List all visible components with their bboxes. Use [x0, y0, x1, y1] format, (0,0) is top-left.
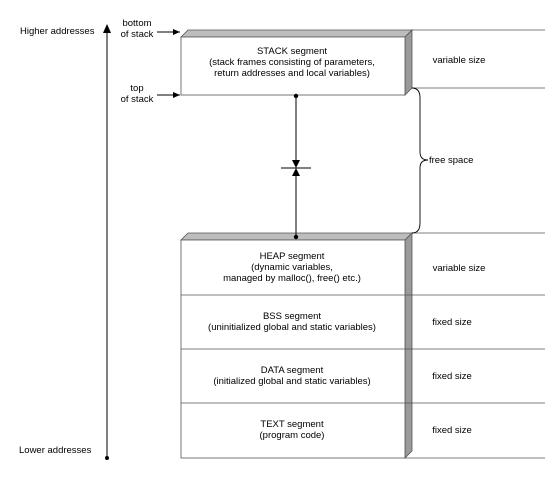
free-space-brace — [411, 87, 429, 234]
heap-size-label: variable size — [432, 263, 486, 274]
address-axis-arrowhead — [103, 24, 111, 33]
heap-segment-text: HEAP segment (dynamic variables, managed… — [223, 251, 361, 284]
heap-growth-arrowhead — [292, 168, 300, 176]
text-segment-text: TEXT segment (program code) — [259, 419, 325, 441]
data-size-label: fixed size — [432, 371, 472, 382]
address-axis-base-dot — [105, 456, 109, 460]
stack-segment-text: STACK segment (stack frames consisting o… — [209, 46, 375, 79]
text-size-label: fixed size — [432, 425, 472, 436]
stack-growth-arrowhead — [292, 160, 300, 168]
heap-growth-dot — [293, 234, 299, 240]
bottom-of-stack-label: bottom of stack — [120, 18, 154, 40]
data-segment-text: DATA segment (initialized global and sta… — [213, 365, 371, 387]
bss-segment-text: BSS segment (uninitialized global and st… — [208, 311, 376, 333]
stack-box-top-face — [180, 29, 413, 38]
stack-box-front — [180, 36, 406, 96]
bss-size-label: fixed size — [432, 317, 472, 328]
lower-addresses-label: Lower addresses — [19, 445, 92, 456]
top-of-stack-label: top of stack — [120, 83, 154, 105]
higher-addresses-label: Higher addresses — [20, 26, 95, 37]
free-space-label: free space — [429, 155, 474, 166]
stack-size-label: variable size — [432, 55, 486, 66]
